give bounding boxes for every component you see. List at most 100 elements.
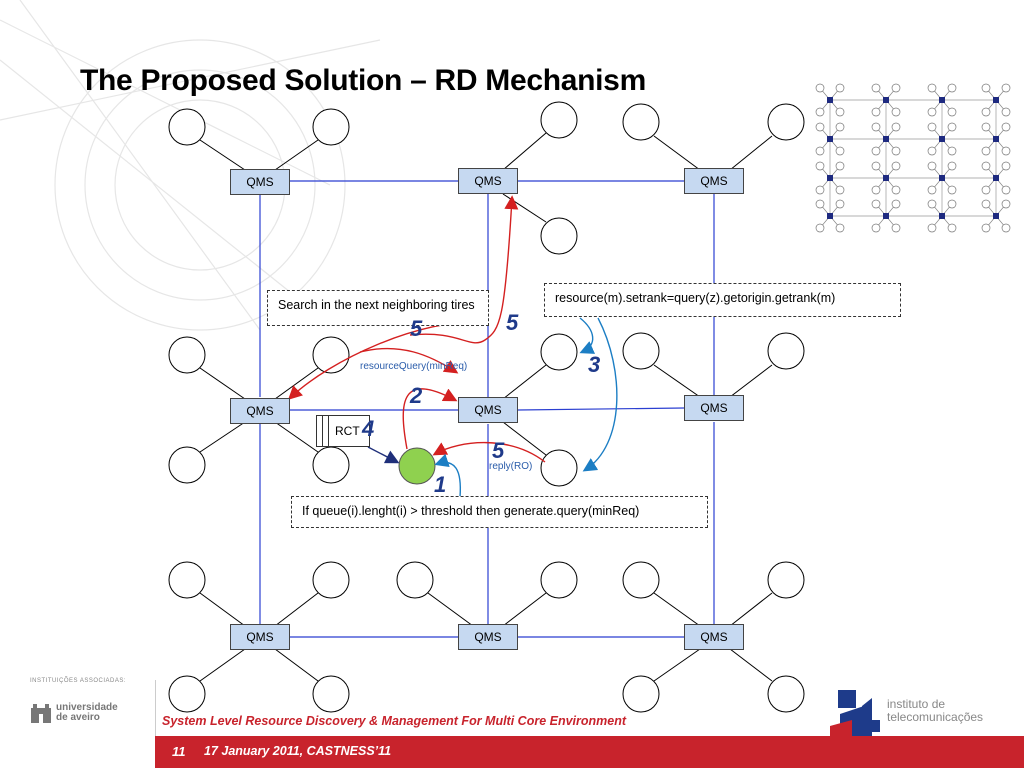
core-node (767, 103, 805, 141)
mini-core-node (1001, 185, 1011, 195)
core-node (767, 675, 805, 713)
it-text-line1: instituto de (887, 697, 946, 711)
mini-core-node (1001, 107, 1011, 117)
core-node (767, 561, 805, 599)
core-node (312, 336, 350, 374)
slide-title: The Proposed Solution – RD Mechanism (80, 64, 646, 97)
mini-core-node (927, 107, 937, 117)
mini-core-node (891, 161, 901, 171)
mini-core-node (927, 199, 937, 209)
core-node (767, 332, 805, 370)
core-node (622, 332, 660, 370)
arrow-resource-query-right (359, 347, 459, 374)
core-node (168, 108, 206, 146)
mini-qms-node (827, 213, 833, 219)
mini-core-node (927, 161, 937, 171)
rct-divider (322, 415, 323, 447)
mini-core-node (815, 107, 825, 117)
mini-core-node (815, 161, 825, 171)
mini-qms-node (827, 97, 833, 103)
core-node (312, 675, 350, 713)
mini-core-node (891, 107, 901, 117)
mini-qms-node (883, 175, 889, 181)
qms-box: QMS (230, 169, 290, 195)
core-node (540, 101, 578, 139)
mini-qms-node (939, 175, 945, 181)
search-note: Search in the next neighboring tires (267, 290, 489, 326)
mini-qms-node (939, 97, 945, 103)
mini-core-node (947, 107, 957, 117)
mini-core-node (835, 146, 845, 156)
core-node (622, 561, 660, 599)
mini-qms-node (883, 213, 889, 219)
core-node (168, 561, 206, 599)
mini-core-node (871, 185, 881, 195)
mini-core-node (1001, 83, 1011, 93)
step-1: 1 (434, 472, 447, 497)
mini-core-node (835, 161, 845, 171)
mini-qms-node (883, 136, 889, 142)
arrow-step-2 (402, 388, 458, 450)
mini-core-node (1001, 122, 1011, 132)
step-5-left: 5 (410, 316, 423, 341)
mini-core-node (947, 161, 957, 171)
footer-date: 17 January 2011, CASTNESS’11 (204, 744, 392, 758)
mini-core-node (835, 223, 845, 233)
mini-core-node (981, 223, 991, 233)
mini-qms-node (827, 175, 833, 181)
rct-label: RCT (335, 424, 360, 438)
arrow-step-1 (434, 453, 462, 498)
core-node (540, 333, 578, 371)
mini-core-node (981, 122, 991, 132)
mini-core-node (891, 223, 901, 233)
mini-qms-node (883, 97, 889, 103)
mini-core-node (815, 185, 825, 195)
mini-core-node (1001, 199, 1011, 209)
arrow-step-3 (579, 317, 596, 354)
mini-core-node (835, 185, 845, 195)
core-node (622, 675, 660, 713)
mini-qms-node (827, 136, 833, 142)
mini-core-node (927, 185, 937, 195)
qms-box: QMS (458, 168, 518, 194)
step-3: 3 (588, 352, 601, 377)
setrank-note: resource(m).setrank=query(z).getorigin.g… (544, 283, 901, 317)
core-node (540, 449, 578, 487)
mini-core-node (981, 185, 991, 195)
queue-note: If queue(i).lenght(i) > threshold then g… (291, 496, 708, 528)
mini-core-node (927, 122, 937, 132)
ua-logo-icon (31, 704, 51, 723)
mini-core-node (927, 223, 937, 233)
mini-core-node (871, 223, 881, 233)
associated-institutions-label: INSTITUIÇÕES ASSOCIADAS: (30, 678, 127, 684)
footer-band (155, 736, 1024, 768)
mini-core-node (871, 146, 881, 156)
qms-box: QMS (684, 395, 744, 421)
mini-core-node (1001, 223, 1011, 233)
core-node (168, 336, 206, 374)
mini-qms-node (939, 136, 945, 142)
mini-core-node (891, 83, 901, 93)
mini-core-node (835, 122, 845, 132)
mini-qms-node (993, 213, 999, 219)
resource-query-label: resourceQuery(minReq) (360, 361, 468, 372)
mini-core-node (815, 146, 825, 156)
mini-core-node (891, 185, 901, 195)
qms-box: QMS (684, 624, 744, 650)
core-nodes (168, 101, 805, 713)
mini-core-node (815, 122, 825, 132)
rct-table: RCT (316, 415, 370, 447)
mini-network-thumbnail (815, 83, 1011, 233)
mini-core-node (891, 199, 901, 209)
mini-core-node (891, 122, 901, 132)
mini-core-node (981, 107, 991, 117)
mini-core-node (947, 122, 957, 132)
arrow-reply (432, 441, 546, 463)
step-2: 2 (410, 383, 423, 408)
mini-core-node (815, 199, 825, 209)
mini-core-node (871, 83, 881, 93)
core-node (312, 108, 350, 146)
mini-core-node (981, 161, 991, 171)
mini-core-node (981, 146, 991, 156)
